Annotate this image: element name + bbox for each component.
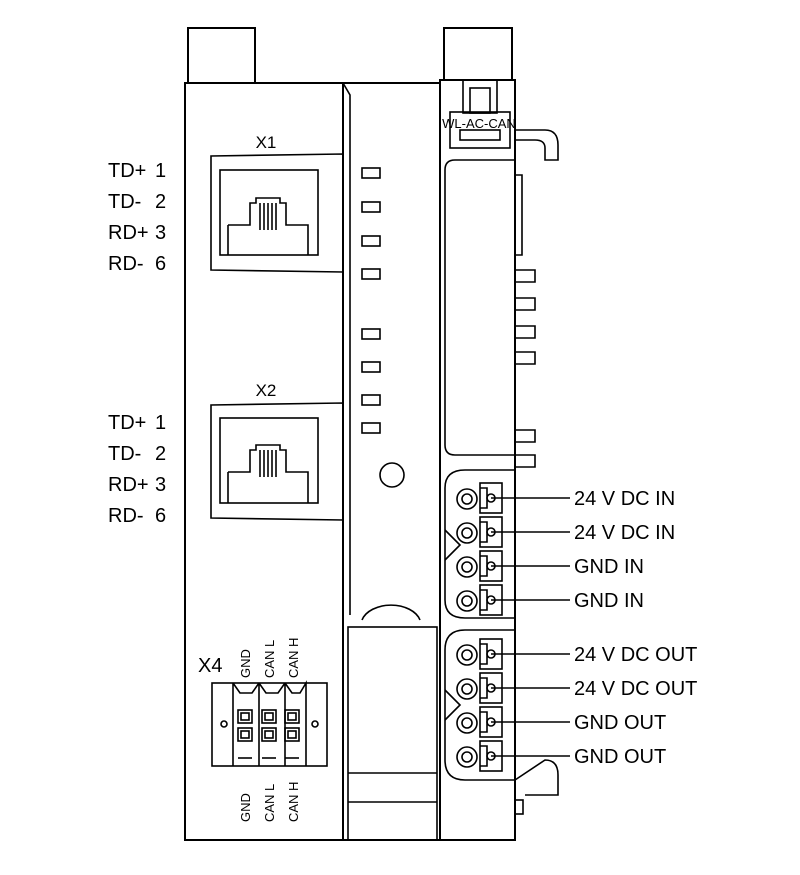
led [361,422,381,434]
pin-number: 2 [155,191,166,213]
pin-signal: RD+ [108,222,149,244]
x2-label: X2 [256,381,277,400]
main-housing [184,27,441,841]
pin-number: 2 [155,443,166,465]
reset-button[interactable] [379,462,405,488]
x2-contacts [259,450,277,477]
terminal-leaders [491,497,570,757]
led [361,394,381,406]
pin-signal: RD- [108,253,144,275]
x4-bottom-pin-labels: GND CAN L CAN H [238,782,301,822]
x2-pinout: TD+ 1 TD- 2 RD+ 3 RD- 6 [108,412,166,527]
x2-rj45-port [210,402,344,521]
x4-top-pin-labels: GND CAN L CAN H [238,638,301,678]
module-label: WL-AC-CAN [442,116,516,131]
terminal-label: GND OUT [574,746,666,768]
lower-slot [347,604,438,841]
x4-bottom-pin: GND [238,793,253,822]
terminal-label: GND IN [574,556,644,578]
pin-signal: RD+ [108,474,149,496]
x1-pinout: TD+ 1 TD- 2 RD+ 3 RD- 6 [108,160,166,275]
power-module [439,27,559,841]
pin-signal: RD- [108,505,144,527]
x4-label: X4 [198,655,222,677]
x4-top-pin: CAN H [286,638,301,678]
led [361,167,381,179]
power-terminal-labels: 24 V DC IN 24 V DC IN GND IN GND IN 24 V… [574,488,697,768]
led [361,268,381,280]
led [361,235,381,247]
x4-bottom-pin: CAN H [286,782,301,822]
terminal-label: GND IN [574,590,644,612]
terminal-label: 24 V DC IN [574,488,675,510]
pin-signal: TD- [108,443,141,465]
pin-number: 3 [155,222,166,244]
power-terminal [456,638,503,670]
power-terminals [456,482,503,772]
led [361,361,381,373]
status-leds [361,167,381,434]
terminal-label: 24 V DC OUT [574,644,697,666]
power-terminal [456,482,503,514]
x4-terminals [237,709,300,742]
x1-contacts [259,203,277,230]
x1-rj45-port [210,153,344,273]
terminal-label: GND OUT [574,712,666,734]
x1-label: X1 [256,133,277,152]
pin-number: 1 [155,160,166,182]
pin-number: 1 [155,412,166,434]
x4-can-connector [211,680,328,767]
led [361,201,381,213]
x4-top-pin: GND [238,649,253,678]
pin-signal: TD+ [108,160,146,182]
x4-top-pin: CAN L [262,640,277,678]
pin-signal: TD- [108,191,141,213]
pin-signal: TD+ [108,412,146,434]
led [361,328,381,340]
pin-number: 3 [155,474,166,496]
power-terminal [456,672,503,704]
terminal-label: 24 V DC OUT [574,678,697,700]
terminal-label: 24 V DC IN [574,522,675,544]
pin-number: 6 [155,505,166,527]
x4-bottom-pin: CAN L [262,784,277,822]
pin-number: 6 [155,253,166,275]
power-terminal [456,584,503,616]
